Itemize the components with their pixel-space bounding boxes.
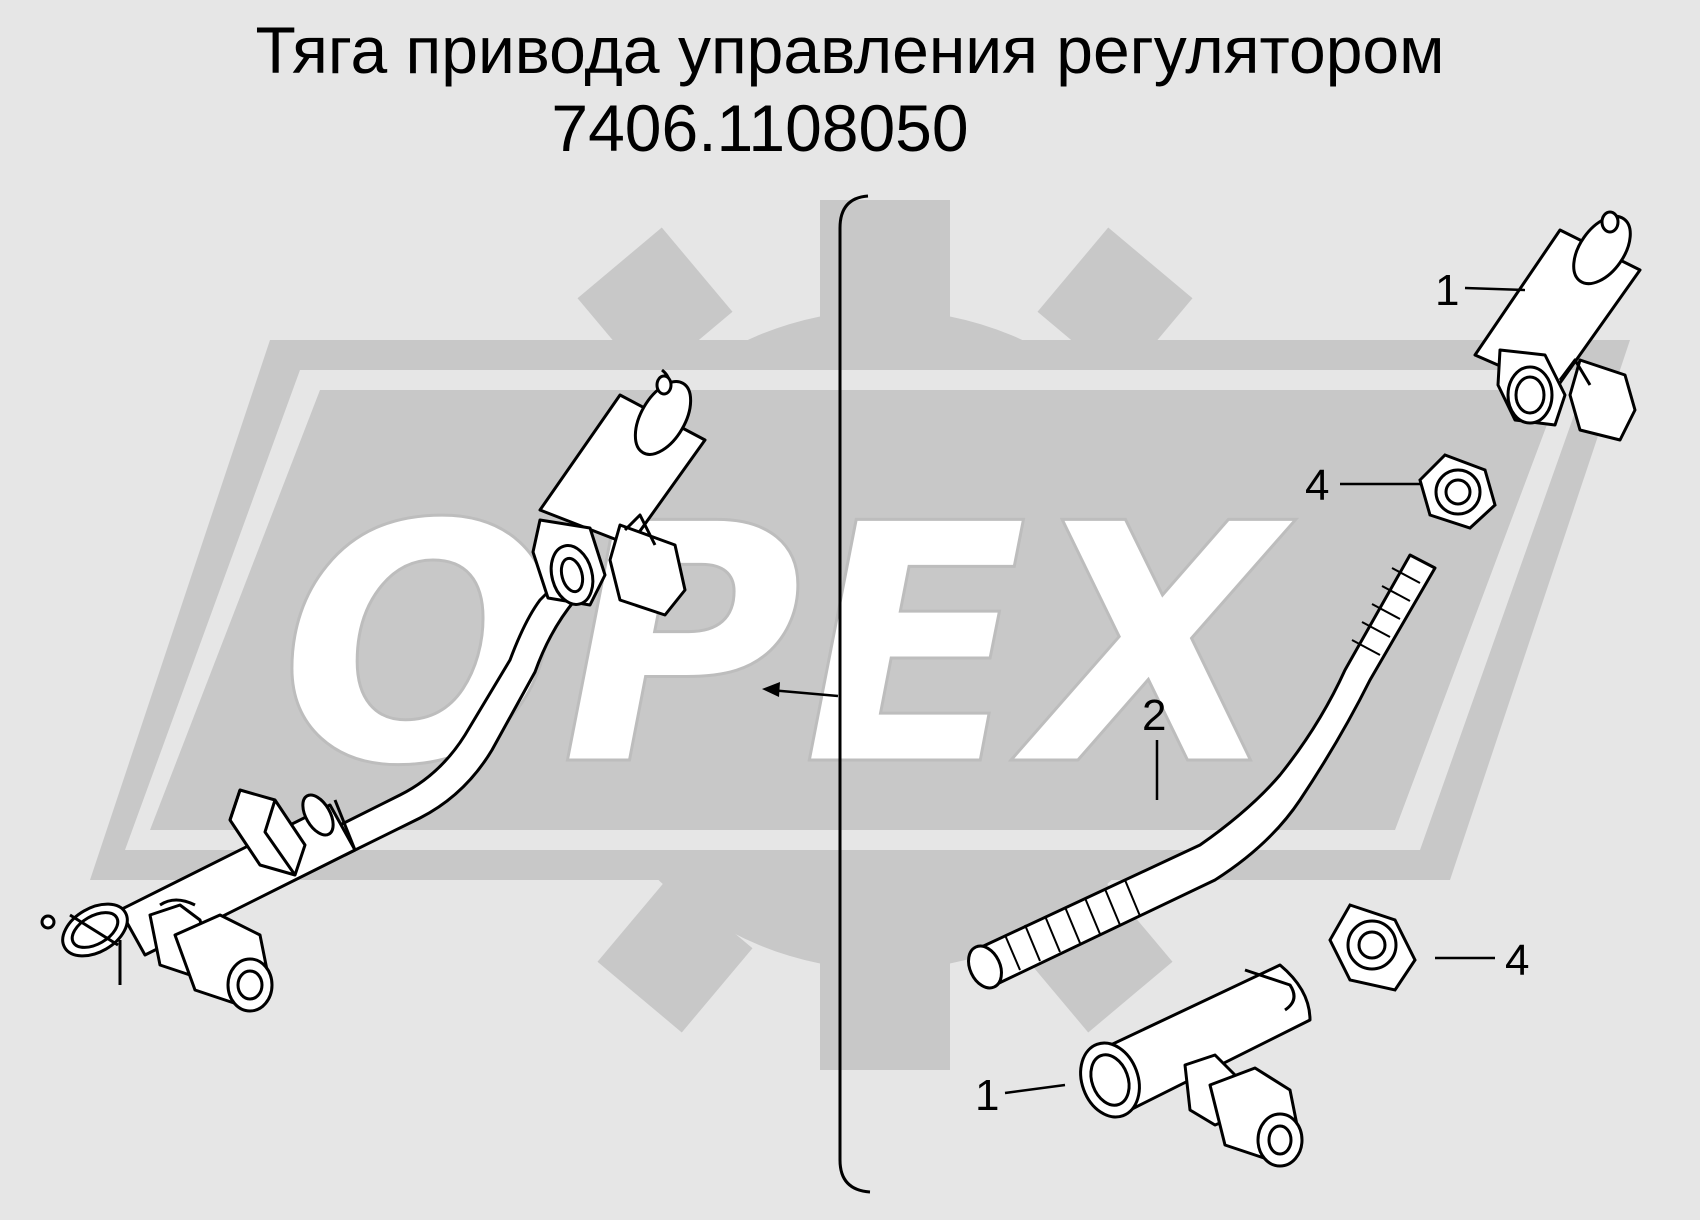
- callout-1-top: 1: [1435, 266, 1526, 315]
- part-1-bottom-joint: [1079, 963, 1312, 1168]
- callout-2: 2: [1142, 691, 1166, 800]
- part-4-bottom-nut: [1328, 903, 1417, 992]
- svg-text:1: 1: [975, 1071, 999, 1120]
- assembly-arrow: [762, 682, 839, 698]
- part-4-top-nut: [1418, 453, 1497, 530]
- callout-1-bottom: 1: [975, 1071, 1066, 1120]
- callout-4-top: 4: [1305, 461, 1420, 510]
- assembled-rod: [40, 368, 707, 1013]
- divider-bracket: [838, 194, 871, 1194]
- drawing-part-number: 7406.1108050: [551, 91, 969, 165]
- svg-text:1: 1: [1435, 266, 1459, 315]
- drawing-title: Тяга привода управления регулятором: [255, 13, 1445, 87]
- part-1-top-joint: [1473, 210, 1642, 442]
- part-2-rod: [967, 553, 1437, 990]
- svg-text:4: 4: [1305, 461, 1329, 510]
- callout-4-bottom: 4: [1435, 936, 1529, 985]
- svg-text:4: 4: [1505, 936, 1529, 985]
- svg-text:2: 2: [1142, 691, 1166, 740]
